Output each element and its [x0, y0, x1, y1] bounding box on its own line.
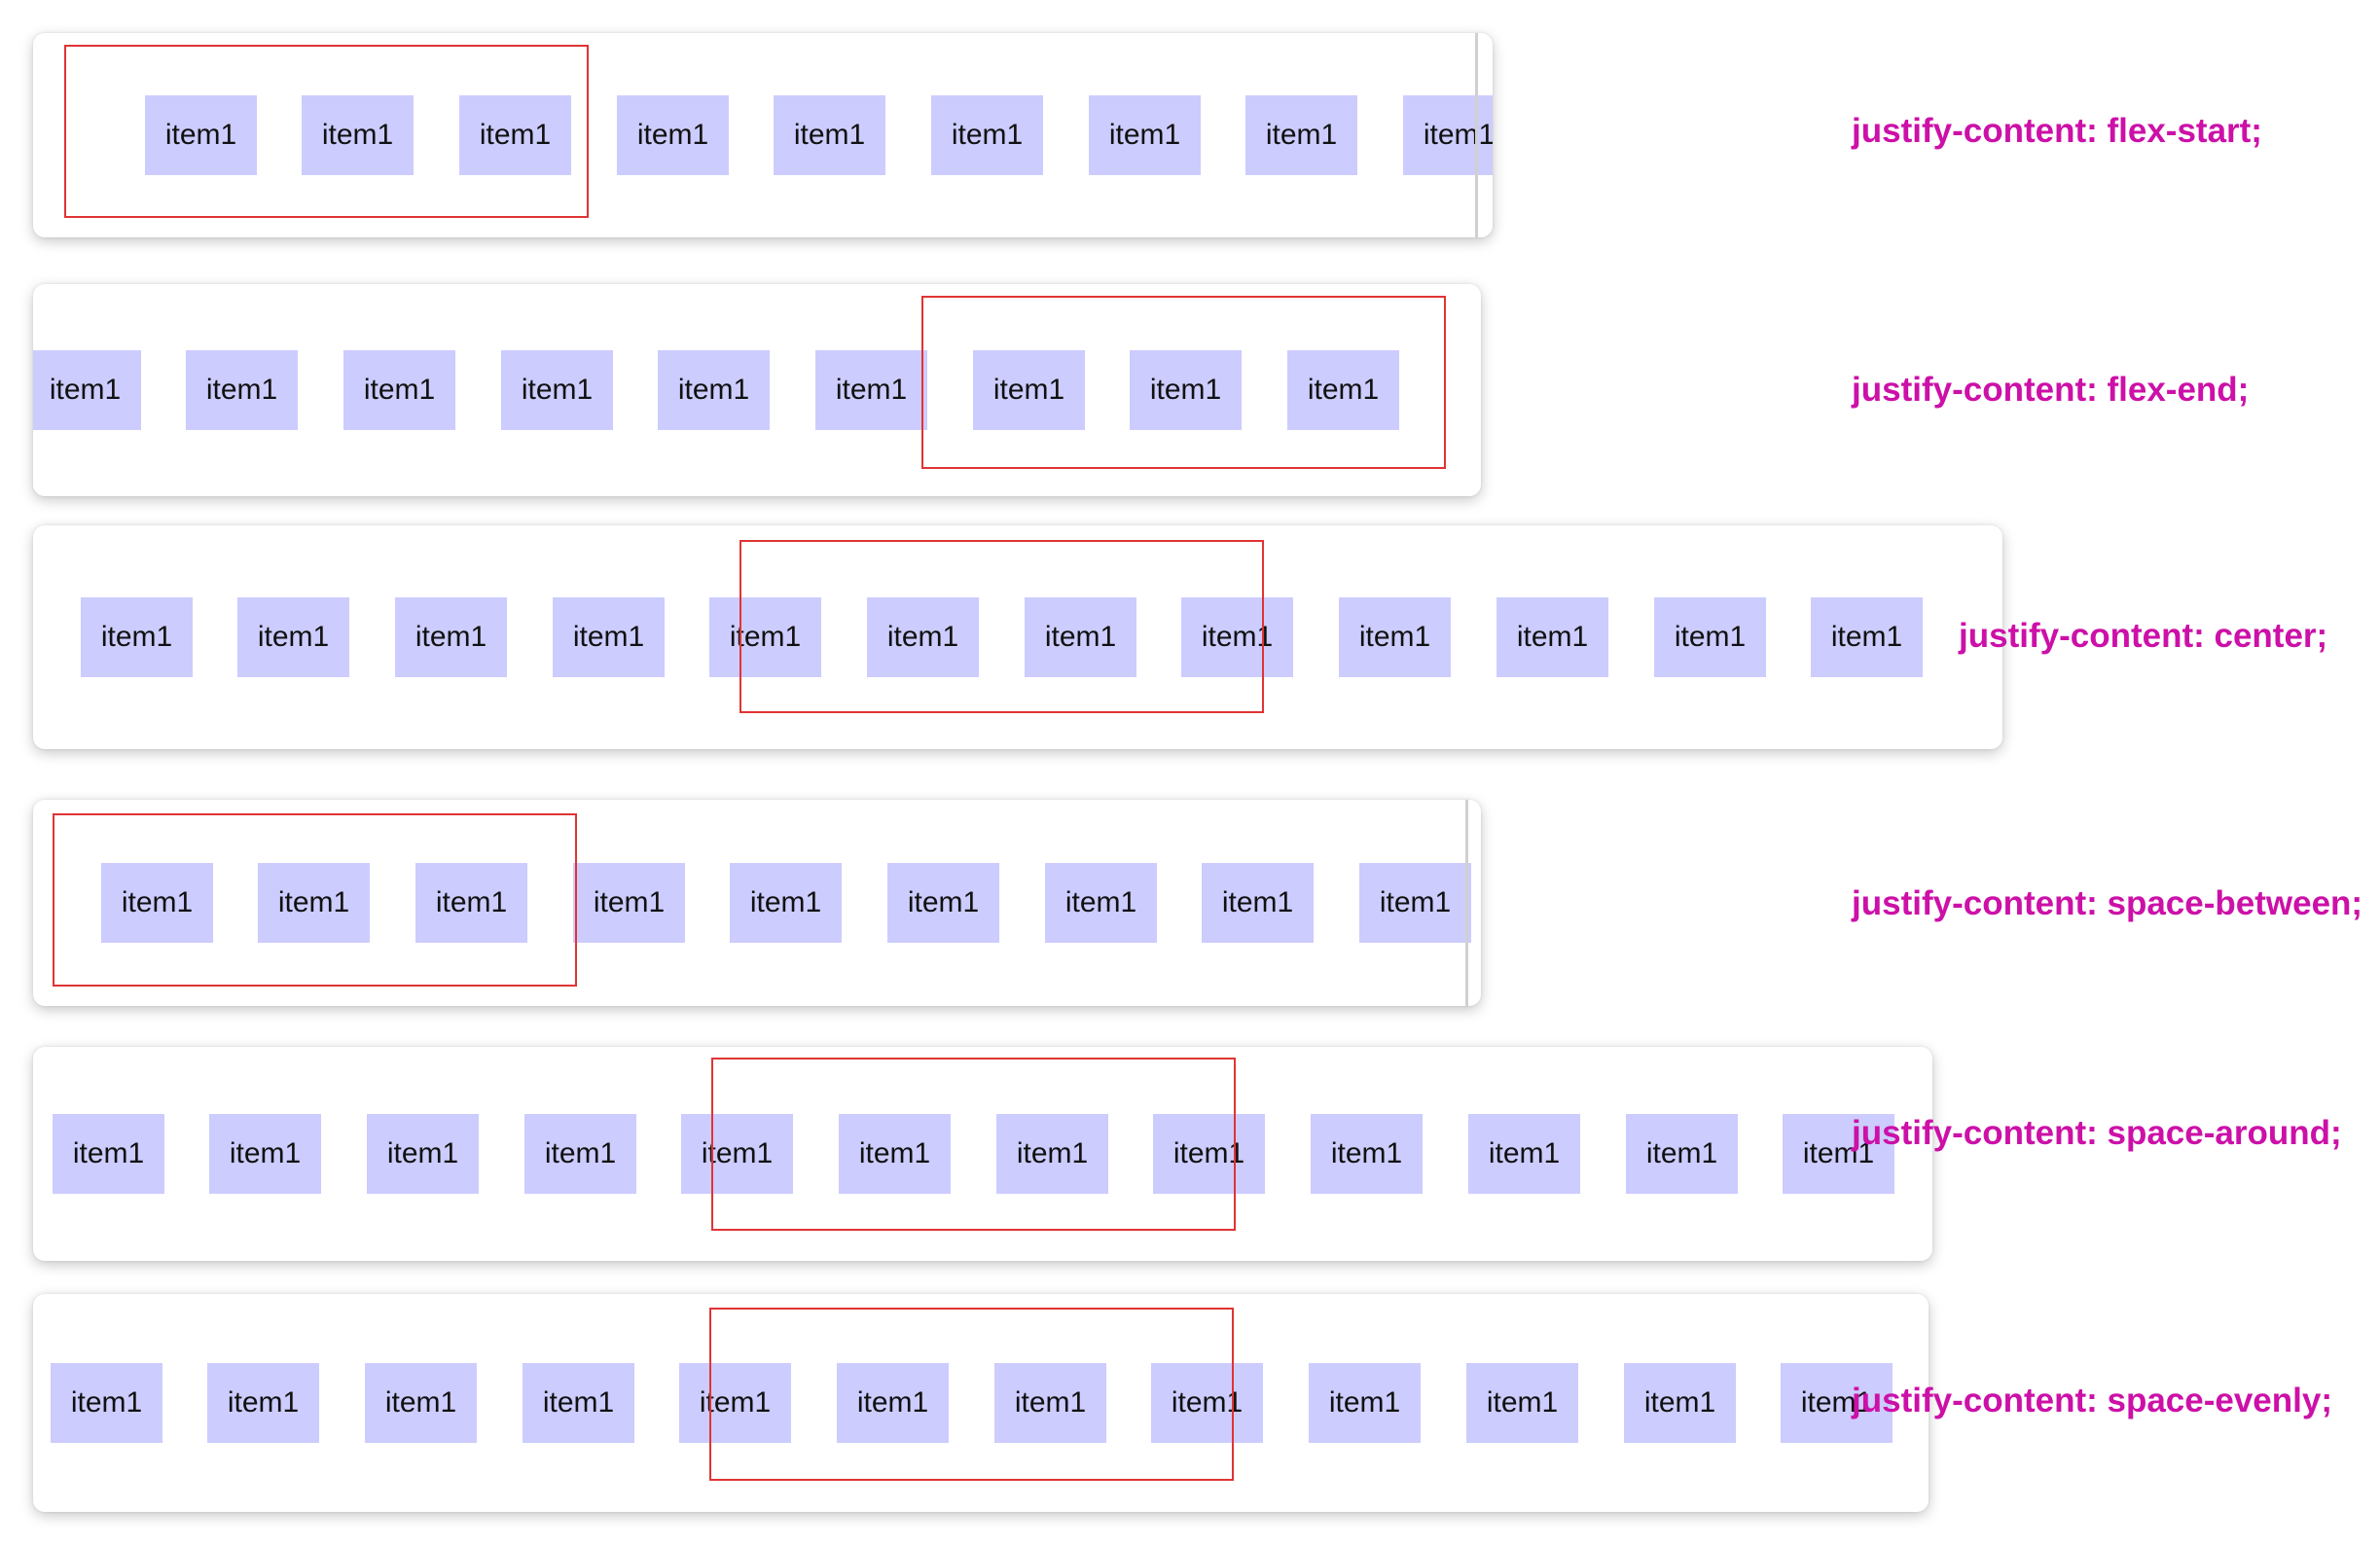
flex-item: item1 [1781, 1363, 1893, 1443]
flex-item: item1 [51, 1363, 162, 1443]
flex-item: item1 [343, 350, 455, 430]
flex-item: item1 [709, 597, 821, 677]
flex-item: item1 [1497, 597, 1608, 677]
center-items: item1 item1 item1 item1 item1 item1 item1 item1… [33, 525, 2002, 749]
flex-item: item1 [1287, 350, 1399, 430]
flex-end-label: justify-content: flex-end; [1852, 371, 2250, 409]
flex-item: item1 [524, 1114, 636, 1194]
flex-start-container: item1 item1 item1 item1 item1 item1 item1 item1… [33, 33, 1493, 237]
flex-item: item1 [837, 1363, 949, 1443]
flex-item: item1 [101, 863, 213, 943]
flex-item: item1 [1045, 863, 1157, 943]
flex-item: item1 [395, 597, 507, 677]
flex-item: item1 [1245, 95, 1357, 175]
flex-item: item1 [774, 95, 885, 175]
space-around-label: justify-content: space-around; [1852, 1114, 2342, 1152]
flex-item: item1 [573, 863, 685, 943]
flex-item: item1 [367, 1114, 479, 1194]
flex-item: item1 [553, 597, 665, 677]
space-evenly-label: justify-content: space-evenly; [1852, 1382, 2332, 1419]
flex-item: item1 [1339, 597, 1451, 677]
flex-item: item1 [81, 597, 193, 677]
container-edge [1465, 800, 1468, 1006]
center-container: item1 item1 item1 item1 item1 item1 item1 item1… [33, 525, 2002, 749]
flex-item: item1 [1130, 350, 1242, 430]
flex-item: item1 [1181, 597, 1293, 677]
flex-item: item1 [1466, 1363, 1578, 1443]
flex-item: item1 [1311, 1114, 1423, 1194]
flex-item: item1 [53, 1114, 164, 1194]
flex-item: item1 [1359, 863, 1471, 943]
flex-item: item1 [887, 863, 999, 943]
flex-item: item1 [365, 1363, 477, 1443]
flex-item: item1 [1654, 597, 1766, 677]
flex-item: item1 [1309, 1363, 1421, 1443]
flex-item: item1 [186, 350, 298, 430]
flex-item: item1 [145, 95, 257, 175]
flex-item: item1 [209, 1114, 321, 1194]
space-between-items: item1 item1 item1 item1 item1 item1 item1 item1… [33, 800, 1481, 1006]
flex-item: item1 [617, 95, 729, 175]
center-label: justify-content: center; [1959, 617, 2328, 655]
flex-item: item1 [1151, 1363, 1263, 1443]
flex-item: item1 [730, 863, 842, 943]
flex-item: item1 [1403, 95, 1493, 175]
flex-item: item1 [33, 350, 141, 430]
flex-item: item1 [1626, 1114, 1738, 1194]
space-around-container: item1 item1 item1 item1 item1 item1 item1 item1… [33, 1047, 1932, 1261]
flex-item: item1 [1783, 1114, 1894, 1194]
flex-item: item1 [931, 95, 1043, 175]
flex-item: item1 [1624, 1363, 1736, 1443]
flex-item: item1 [1153, 1114, 1265, 1194]
flex-item: item1 [1202, 863, 1314, 943]
flex-item: item1 [867, 597, 979, 677]
flex-item: item1 [994, 1363, 1106, 1443]
flex-item: item1 [302, 95, 414, 175]
flex-item: item1 [258, 863, 370, 943]
flex-item: item1 [973, 350, 1085, 430]
flex-item: item1 [815, 350, 927, 430]
space-between-container: item1 item1 item1 item1 item1 item1 item1 item1… [33, 800, 1481, 1006]
space-around-items: item1 item1 item1 item1 item1 item1 item1 item1… [33, 1047, 1932, 1261]
space-between-label: justify-content: space-between; [1852, 884, 2363, 922]
flex-item: item1 [1468, 1114, 1580, 1194]
flex-item: item1 [415, 863, 527, 943]
flex-item: item1 [996, 1114, 1108, 1194]
flex-item: item1 [1811, 597, 1923, 677]
flex-item: item1 [1089, 95, 1201, 175]
flex-item: item1 [501, 350, 613, 430]
space-evenly-items: item1 item1 item1 item1 item1 item1 item1 item1… [33, 1294, 1929, 1512]
flex-end-items: item1 item1 item1 item1 item1 item1 item1 item1… [33, 284, 1481, 496]
flex-start-label: justify-content: flex-start; [1852, 112, 2262, 150]
flex-item: item1 [658, 350, 770, 430]
flex-item: item1 [681, 1114, 793, 1194]
space-evenly-container: item1 item1 item1 item1 item1 item1 item1 item1… [33, 1294, 1929, 1512]
flex-item: item1 [1025, 597, 1136, 677]
flex-item: item1 [523, 1363, 634, 1443]
container-edge [1475, 33, 1478, 237]
flex-item: item1 [237, 597, 349, 677]
flex-item: item1 [207, 1363, 319, 1443]
flex-item: item1 [459, 95, 571, 175]
flex-end-container: item1 item1 item1 item1 item1 item1 item1 item1… [33, 284, 1481, 496]
flex-start-items: item1 item1 item1 item1 item1 item1 item1 item1… [33, 33, 1493, 237]
flex-item: item1 [839, 1114, 951, 1194]
flex-item: item1 [679, 1363, 791, 1443]
